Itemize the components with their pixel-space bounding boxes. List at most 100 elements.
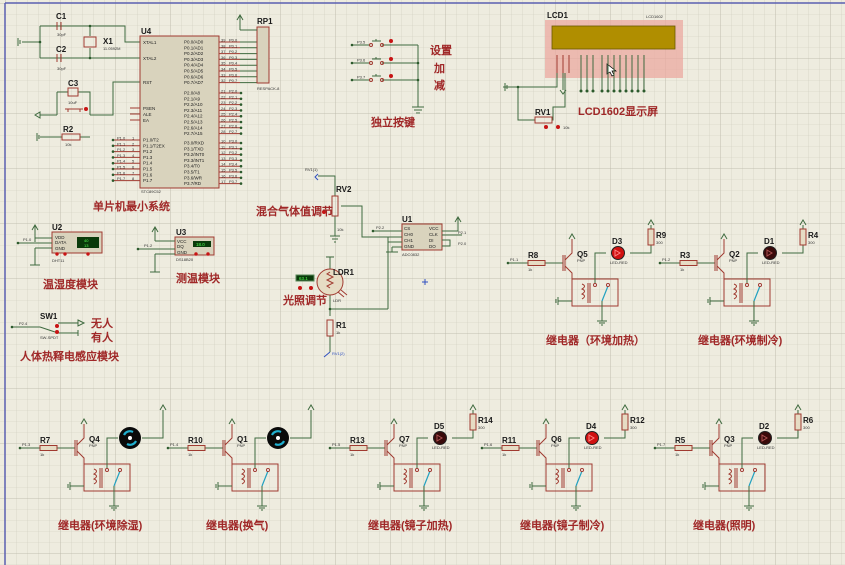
lcd-net-terminal[interactable] — [606, 89, 610, 93]
led-D1-icon — [763, 246, 777, 260]
net-terminal[interactable] — [239, 182, 243, 185]
net-terminal[interactable] — [239, 109, 243, 112]
pir-switch-sw1[interactable]: P2.4 SW1 SW-SPDT 无人 有人 人体热释电感应模块 — [10, 312, 120, 363]
pin-name-P3.2: P3.2/INT0 — [184, 152, 205, 157]
independent-keys[interactable]: P3.5P3.6P3.7 — [350, 39, 424, 114]
pin-number: 38 — [221, 43, 226, 48]
rv2-potentiometer[interactable] — [331, 195, 339, 217]
lcd-net-terminal[interactable] — [636, 89, 640, 93]
ldr-increase-button[interactable] — [309, 286, 313, 290]
lcd-net-terminal[interactable] — [642, 89, 646, 93]
net-terminal[interactable] — [239, 159, 243, 162]
pin-name-P3.1: P3.1/TXD — [184, 146, 204, 151]
fan-blade — [123, 430, 137, 446]
rv1-potentiometer[interactable] — [534, 116, 553, 124]
pin-number: 10 — [221, 139, 226, 144]
net-terminal[interactable] — [239, 164, 243, 168]
adc0832-u1[interactable]: U1 ADC0832 P2.2 P2.1 P2.0 CSCH0CH1GNDVCC… — [371, 215, 467, 309]
lcd-net-terminal[interactable] — [630, 89, 634, 93]
crystal-circuit[interactable]: C1 30pF C2 30pF X1 11.0592M C3 10uF R2 1… — [18, 12, 140, 147]
net-terminal[interactable] — [111, 138, 115, 142]
net-terminal[interactable] — [350, 78, 354, 82]
lcd-net-terminal[interactable] — [591, 89, 595, 93]
lcd-net-terminal[interactable] — [585, 89, 589, 93]
pin-rst: RST — [143, 80, 152, 85]
lcd-net-terminal[interactable] — [618, 89, 622, 93]
light-sensor[interactable]: 63.1 LDR1 LDR 光照调节 R1 1k RV1(2) — [282, 256, 388, 358]
net-terminal[interactable] — [350, 43, 354, 47]
crystal-x1[interactable] — [83, 36, 97, 48]
resistor-label: R8 — [528, 251, 539, 260]
respack-rp1[interactable]: RP1 RESPACK-8 — [236, 14, 280, 91]
net-terminal[interactable] — [111, 156, 115, 159]
key-button-P3.5[interactable] — [389, 39, 393, 43]
net-label-P2.4: P2.4 — [229, 112, 238, 117]
net-terminal[interactable] — [239, 103, 243, 106]
pin-number: 21 — [221, 89, 226, 94]
led-label: D3 — [612, 237, 623, 246]
net-terminal[interactable] — [111, 144, 115, 148]
relay-title: 继电器(照明) — [693, 518, 756, 532]
key-contact — [380, 43, 384, 47]
resistor-value: 1k — [675, 452, 679, 457]
pir-option-none[interactable] — [55, 324, 59, 328]
net-label-P3.1: P3.1 — [229, 144, 238, 149]
net-terminal[interactable] — [239, 120, 243, 124]
lcd-net-terminal[interactable] — [579, 89, 583, 93]
net-terminal[interactable] — [239, 126, 243, 130]
pin-number: 16 — [221, 173, 226, 178]
net-terminal[interactable] — [239, 91, 243, 95]
key-button-P3.7[interactable] — [389, 74, 393, 78]
mcu-u4[interactable]: U4 STC89C52 XTAL1 XTAL2 RST PSEN ALE EA … — [111, 27, 257, 194]
net-terminal[interactable] — [350, 61, 354, 65]
ldr-decrease-button[interactable] — [298, 286, 302, 290]
u1-part: ADC0832 — [402, 252, 420, 257]
pin-name-P2.6: P2.6/A14 — [184, 125, 203, 130]
net-terminal[interactable] — [239, 176, 243, 180]
lcd-net-terminal[interactable] — [624, 89, 628, 93]
net-terminal[interactable] — [239, 153, 243, 156]
net-terminal[interactable] — [111, 173, 115, 177]
resistor-label: R4 — [808, 231, 819, 240]
pin-psen: PSEN — [143, 106, 155, 111]
net-terminal[interactable] — [239, 170, 243, 174]
rv2-value: 10k — [337, 227, 343, 232]
key-button-P3.6[interactable] — [389, 57, 393, 61]
pin-number: 37 — [221, 49, 226, 54]
net-terminal[interactable] — [239, 97, 243, 101]
transistor-type: PNP — [551, 443, 560, 448]
net-terminal[interactable] — [111, 161, 115, 165]
pin-number: 7 — [132, 170, 135, 175]
relay-coil — [554, 468, 565, 488]
ground-icon — [597, 301, 607, 326]
net-terminal[interactable] — [239, 141, 243, 145]
lcd-net-terminal[interactable] — [612, 89, 616, 93]
net-label-P3.7: P3.7 — [229, 179, 238, 184]
reset-button-indicator[interactable] — [84, 107, 88, 111]
dht11-u2[interactable]: 40 13 VDD DATA GND U2 DHT11 P1.0 温湿度模块 — [16, 223, 103, 291]
pir-option-present[interactable] — [55, 330, 59, 334]
net-terminal[interactable] — [239, 147, 243, 151]
gas-adjust[interactable]: RV1(1) RV2 10k 混合气体值调节 — [256, 167, 388, 243]
lcd1602[interactable]: LCD1 LCD1602 RV1 10k LCD1602显示屏 — [503, 11, 683, 130]
lcd-net-terminal[interactable] — [600, 89, 604, 93]
net-terminal[interactable] — [111, 150, 115, 153]
net-terminal[interactable] — [239, 114, 243, 118]
fan-hub — [128, 436, 132, 440]
r1-value: 1k — [336, 330, 340, 335]
transistor-type: PNP — [729, 258, 738, 263]
ds18b20-u3[interactable]: 18.0 VCC DQ GND U3 DS18B20 P1.2 测温模块 — [136, 226, 221, 285]
ldr-section-title: 光照调节 — [282, 293, 327, 307]
net-terminal[interactable] — [111, 179, 115, 182]
net-terminal[interactable] — [239, 132, 243, 135]
net-terminal[interactable] — [111, 167, 115, 171]
net-label: P1.5 — [332, 442, 341, 447]
